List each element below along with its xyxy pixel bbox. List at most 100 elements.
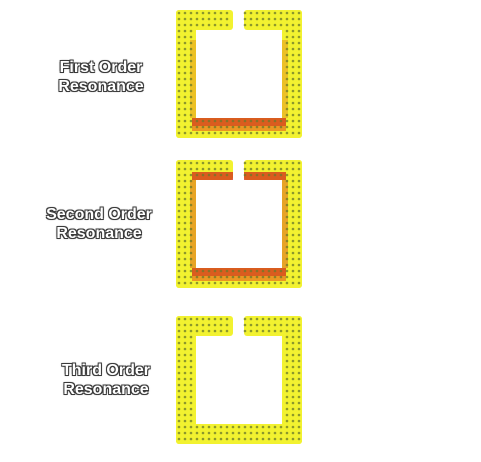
current-arrow — [183, 185, 187, 189]
current-arrow — [243, 11, 247, 15]
current-arrow — [189, 215, 193, 219]
current-arrow — [189, 329, 193, 333]
current-arrow — [189, 275, 193, 279]
current-arrow — [189, 407, 193, 411]
current-arrow — [213, 17, 217, 21]
current-arrow — [237, 131, 241, 135]
current-arrow — [177, 341, 181, 345]
current-arrow — [177, 365, 181, 369]
current-arrow — [177, 35, 181, 39]
current-arrow — [291, 233, 295, 237]
current-arrow — [285, 29, 289, 33]
current-arrow — [255, 437, 259, 441]
current-arrow — [177, 395, 181, 399]
current-arrow — [183, 191, 187, 195]
current-arrow — [261, 23, 265, 27]
current-arrow — [177, 131, 181, 135]
mode-label-line1: First Order — [59, 59, 143, 76]
current-arrow — [237, 269, 241, 273]
current-arrow — [297, 185, 301, 189]
current-arrow — [249, 329, 253, 333]
current-arrow — [285, 395, 289, 399]
current-arrow — [183, 263, 187, 267]
current-arrow — [285, 245, 289, 249]
current-arrow — [183, 41, 187, 45]
current-arrow — [267, 23, 271, 27]
current-arrow — [189, 437, 193, 441]
current-arrow — [195, 275, 199, 279]
current-arrow — [261, 167, 265, 171]
current-arrow — [177, 431, 181, 435]
current-arrow — [285, 341, 289, 345]
current-arrow — [267, 431, 271, 435]
current-arrow — [285, 389, 289, 393]
hotspot-right-inner — [282, 180, 288, 268]
current-arrow — [243, 23, 247, 27]
current-arrow — [177, 323, 181, 327]
current-arrow — [267, 269, 271, 273]
current-arrow — [189, 281, 193, 285]
current-arrow — [183, 323, 187, 327]
current-arrow — [225, 119, 229, 123]
current-arrow — [189, 83, 193, 87]
current-arrow — [177, 209, 181, 213]
current-arrow — [195, 11, 199, 15]
split-ring-resonator-third — [176, 316, 302, 444]
current-arrow — [183, 95, 187, 99]
current-arrow — [285, 89, 289, 93]
current-arrow — [231, 119, 235, 123]
current-arrow — [291, 95, 295, 99]
current-arrow — [183, 11, 187, 15]
current-arrow — [285, 209, 289, 213]
current-arrow — [177, 437, 181, 441]
current-arrow — [285, 263, 289, 267]
current-arrow — [267, 17, 271, 21]
current-arrow — [189, 47, 193, 51]
current-arrow — [243, 317, 247, 321]
current-arrow — [189, 209, 193, 213]
current-arrows — [177, 11, 301, 135]
current-arrow — [243, 329, 247, 333]
current-arrow — [249, 437, 253, 441]
current-arrow — [285, 281, 289, 285]
current-arrow — [249, 269, 253, 273]
current-arrow — [285, 317, 289, 321]
current-arrow — [285, 257, 289, 261]
current-arrow — [183, 71, 187, 75]
current-arrow — [201, 17, 205, 21]
current-arrow — [297, 83, 301, 87]
current-arrow — [189, 377, 193, 381]
current-arrow — [177, 413, 181, 417]
current-arrow — [231, 125, 235, 129]
current-arrow — [297, 173, 301, 177]
current-arrow — [285, 17, 289, 21]
current-arrow — [207, 269, 211, 273]
current-arrow — [177, 59, 181, 63]
current-arrow — [261, 119, 265, 123]
hotspot-left-inner — [190, 40, 196, 118]
current-arrow — [219, 161, 223, 165]
current-arrow — [297, 251, 301, 255]
current-arrow — [189, 65, 193, 69]
current-arrow — [297, 341, 301, 345]
current-arrow — [195, 173, 199, 177]
current-arrow — [297, 353, 301, 357]
current-arrow — [177, 167, 181, 171]
current-arrow — [225, 161, 229, 165]
current-arrow — [177, 245, 181, 249]
current-arrow — [243, 119, 247, 123]
current-arrow — [279, 323, 283, 327]
current-arrow — [189, 191, 193, 195]
current-arrow — [267, 131, 271, 135]
current-arrow — [189, 59, 193, 63]
current-arrow — [291, 251, 295, 255]
current-arrow — [219, 269, 223, 273]
current-arrow — [273, 425, 277, 429]
current-arrow — [195, 161, 199, 165]
current-arrow — [249, 119, 253, 123]
current-arrow — [273, 329, 277, 333]
current-arrow — [297, 431, 301, 435]
current-arrow — [291, 65, 295, 69]
current-arrow — [291, 107, 295, 111]
current-arrow — [189, 89, 193, 93]
